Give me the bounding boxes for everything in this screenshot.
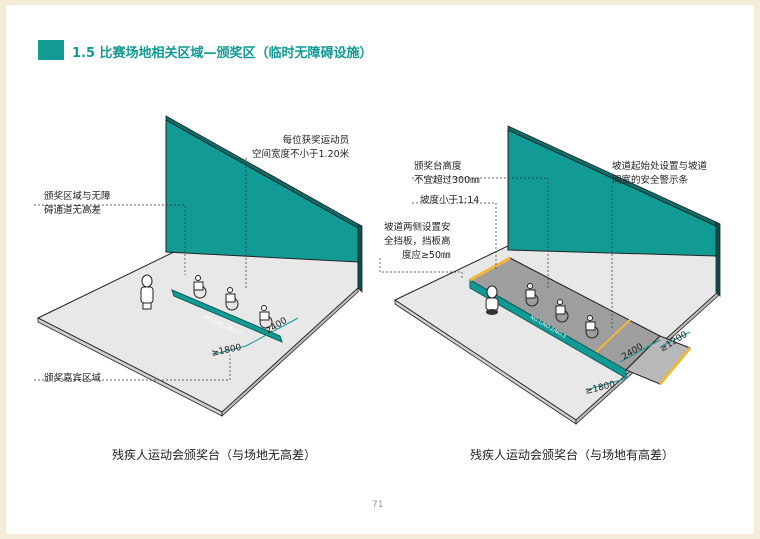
ann-guard-board-line-3: 度应≥50㎜ [401,250,451,261]
ann-guard-board-line-2: 全挡板，挡板高 [384,236,451,247]
ann-podium-height-line-1: 颁奖台高度 [414,161,462,172]
ann-no-level-diff-line-2: 碍通道无高差 [44,205,102,216]
right-warning-strip-mid [595,319,631,353]
right-wheelchair-3 [585,315,599,339]
page-number: 71 [372,500,384,510]
right-guest-figure [485,285,499,315]
right-wheelchair-1 [525,283,539,307]
ann-podium-height: 颁奖台高度 不宜超过300㎜ [414,160,480,188]
ann-guard-board-line-1: 坡道两侧设置安 [384,222,451,233]
right-warning-strip-far [469,256,511,282]
left-wall-side [357,223,363,293]
right-wheelchair-2 [555,299,569,323]
right-platform-front [469,279,627,379]
left-podium [171,289,283,343]
left-wheelchair-2 [225,287,239,311]
ann-space-width-line-1: 每位获奖运动员 [282,135,350,146]
ann-guard-board: 坡道两侧设置安 全挡板，挡板高 度应≥50㎜ [384,221,451,263]
left-guest-figure [140,274,154,310]
ann-no-level-diff: 颁奖区域与无障 碍通道无高差 [44,190,111,218]
right-wall-face [507,129,717,257]
left-floor-side [221,287,359,417]
ann-warning-strip: 坡道起始处设置与坡道 同宽的安全警示条 [612,160,707,188]
left-wheelchair-3 [259,305,273,329]
right-warning-strip-near [658,347,692,385]
right-wall-side [715,221,721,297]
left-caption: 残疾人运动会颁奖台（与场地无高差） [112,448,317,462]
left-diagram: NO.1/NO.2/NO.3 2400 ≥1800 [34,115,363,417]
ann-guest-area: 颁奖嘉宾区域 [44,373,102,384]
ann-warning-strip-line-1: 坡道起始处设置与坡道 [612,161,708,172]
section-marker [38,40,64,60]
ann-warning-strip-line-2: 同宽的安全警示条 [612,175,689,186]
page-title: 1.5 比赛场地相关区域—颁奖区（临时无障碍设施） [72,46,373,61]
ann-podium-height-line-2: 不宜超过300㎜ [414,175,480,186]
ann-space-width-line-2: 空间宽度不小于1.20米 [252,149,350,160]
right-caption: 残疾人运动会颁奖台（与场地有高差） [470,448,675,462]
ann-ramp-slope: 坡度小于1:14 [420,195,480,206]
right-diagram: NO.1/NO.2/NO.3 2400 ≥1200 ≥1800 [379,125,721,425]
left-wheelchair-1 [193,275,207,299]
left-floor [36,249,359,413]
ann-space-width: 每位获奖运动员 空间宽度不小于1.20米 [252,134,349,162]
ann-no-level-diff-line-1: 颁奖区域与无障 [44,191,111,202]
